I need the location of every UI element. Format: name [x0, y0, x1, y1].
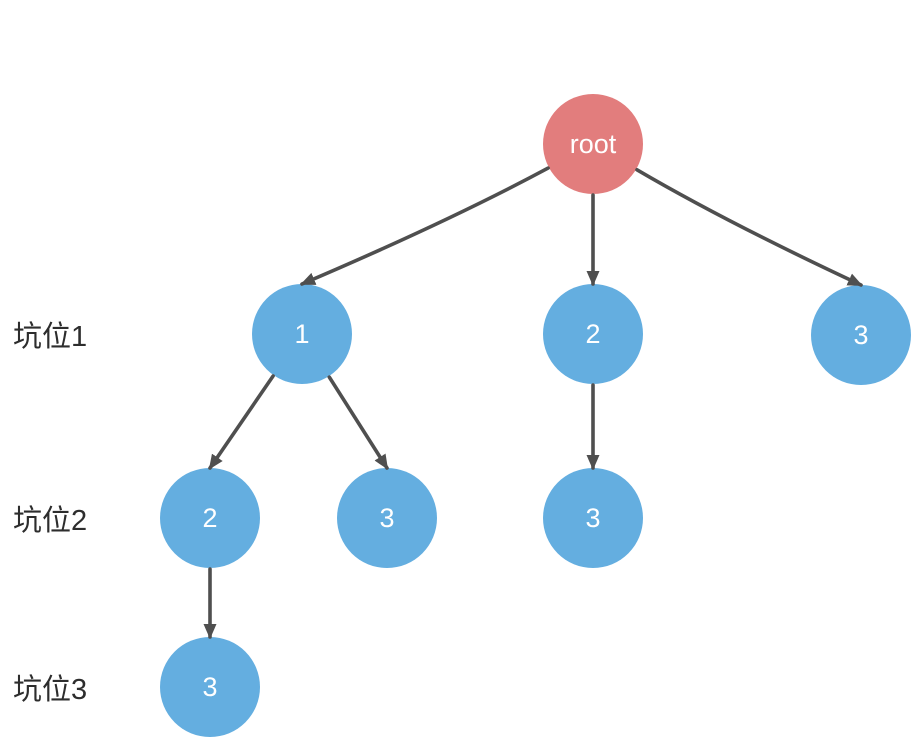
edge-l1-1-to-l2-3a: [327, 375, 389, 470]
row-label: 坑位3: [13, 674, 88, 706]
row-label: 坑位2: [13, 505, 88, 537]
tree-node: 1: [252, 284, 352, 384]
tree-node: 2: [543, 284, 643, 384]
edge-l1-1-to-l2-2: [208, 374, 275, 470]
edge-root-to-l1-1: [300, 166, 550, 286]
tree-node: 2: [160, 468, 260, 568]
tree-node: 3: [811, 285, 911, 385]
tree-node-root: root: [543, 94, 643, 194]
tree-node: 3: [160, 637, 260, 737]
edge-root-to-l1-3: [635, 168, 863, 287]
tree-node: 3: [543, 468, 643, 568]
tree-node: 3: [337, 468, 437, 568]
row-label: 坑位1: [13, 321, 88, 353]
